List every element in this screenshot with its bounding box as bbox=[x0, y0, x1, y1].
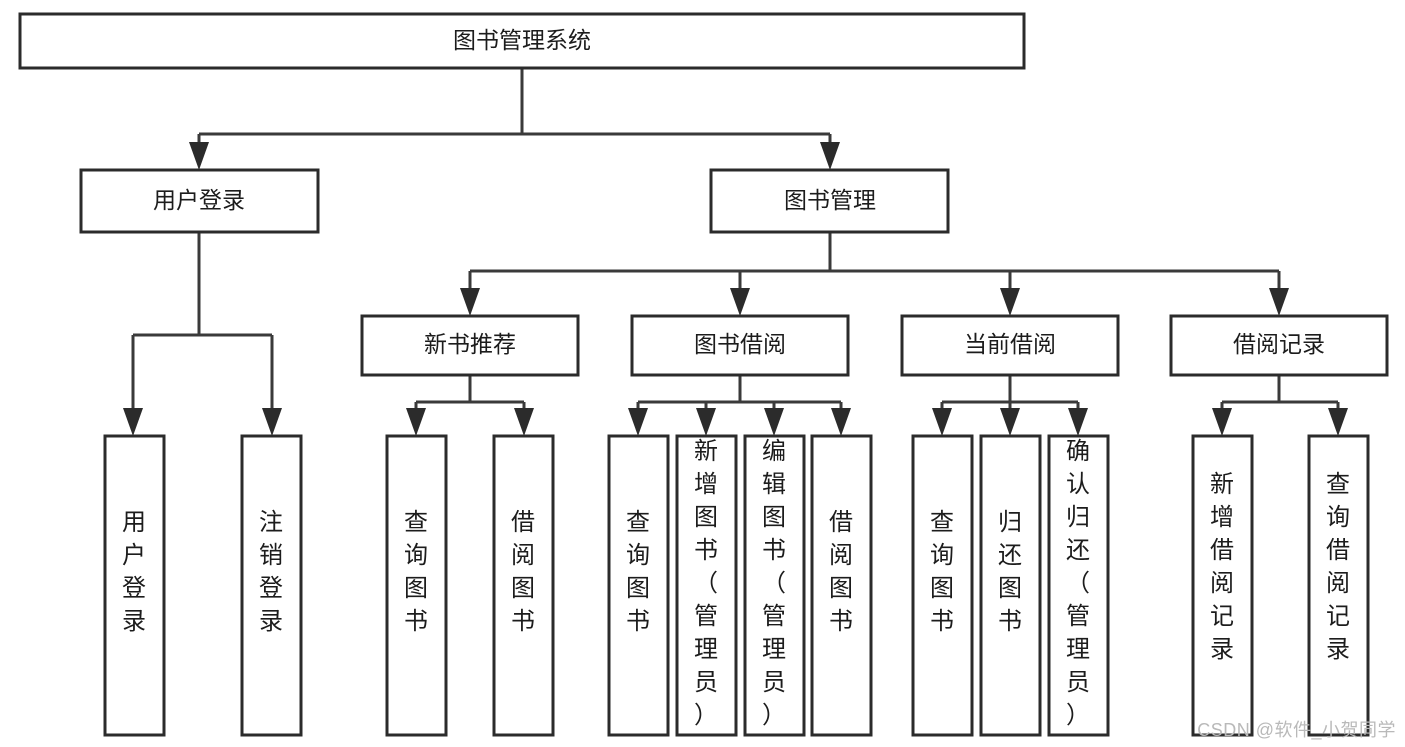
node-leaf-query-book-3-label: 查询图书 bbox=[930, 509, 954, 635]
arrow-head-leaf-query-book-3 bbox=[932, 408, 952, 436]
node-book-manage[interactable]: 图书管理 bbox=[709, 168, 950, 234]
node-leaf-query-book-1-box[interactable] bbox=[385, 434, 448, 737]
node-book-manage-label: 图书管理 bbox=[784, 187, 876, 213]
node-leaf-borrow-book-1-box[interactable] bbox=[492, 434, 555, 737]
arrow-head-user-login bbox=[189, 142, 209, 170]
node-current-borrow-label: 当前借阅 bbox=[964, 331, 1056, 357]
node-user-login-box[interactable] bbox=[79, 168, 320, 234]
arrow-head-borrow-record bbox=[1269, 288, 1289, 316]
node-leaf-query-book-3-box[interactable] bbox=[911, 434, 974, 737]
watermark-csdn: CSDN @软件_小贺同学 bbox=[1197, 720, 1396, 740]
node-book-manage-box[interactable] bbox=[709, 168, 950, 234]
node-leaf-query-record[interactable]: 查询借阅记录 bbox=[1307, 434, 1370, 737]
node-leaf-logout-login-label: 注销登录 bbox=[259, 509, 283, 635]
node-leaf-query-record-box[interactable] bbox=[1307, 434, 1370, 737]
node-leaf-query-record-label: 查询借阅记录 bbox=[1326, 471, 1350, 663]
arrow-head-leaf-query-record bbox=[1328, 408, 1348, 436]
node-leaf-confirm-return-label: 确认归还（管理员） bbox=[1066, 438, 1090, 729]
node-leaf-edit-book-label: 编辑图书（管理员） bbox=[762, 438, 786, 729]
arrow-head-book-borrow bbox=[730, 288, 750, 316]
node-current-borrow[interactable]: 当前借阅 bbox=[900, 314, 1120, 377]
node-leaf-query-book-3[interactable]: 查询图书 bbox=[911, 434, 974, 737]
node-leaf-confirm-return-box[interactable] bbox=[1047, 434, 1110, 737]
node-leaf-return-book-box[interactable] bbox=[979, 434, 1042, 737]
node-user-login-label: 用户登录 bbox=[153, 187, 245, 213]
node-new-book-recommend[interactable]: 新书推荐 bbox=[360, 314, 580, 377]
node-leaf-user-login-box[interactable] bbox=[103, 434, 166, 737]
node-leaf-return-book-label: 归还图书 bbox=[998, 509, 1022, 635]
node-leaf-add-book[interactable]: 新增图书（管理员） bbox=[675, 434, 738, 737]
arrow-head-leaf-return-book bbox=[1000, 408, 1020, 436]
node-leaf-query-book-2-box[interactable] bbox=[607, 434, 670, 737]
node-book-borrow-box[interactable] bbox=[630, 314, 850, 377]
node-leaf-confirm-return[interactable]: 确认归还（管理员） bbox=[1047, 434, 1110, 737]
arrow-head-leaf-add-book bbox=[696, 408, 716, 436]
node-leaf-add-record-box[interactable] bbox=[1191, 434, 1254, 737]
node-leaf-add-book-box[interactable] bbox=[675, 434, 738, 737]
arrow-head-leaf-edit-book bbox=[764, 408, 784, 436]
node-current-borrow-box[interactable] bbox=[900, 314, 1120, 377]
node-leaf-borrow-book-2-box[interactable] bbox=[810, 434, 873, 737]
node-borrow-record-box[interactable] bbox=[1169, 314, 1389, 377]
node-leaf-query-book-2-label: 查询图书 bbox=[626, 509, 650, 635]
arrow-head-leaf-user-login bbox=[123, 408, 143, 436]
arrow-head-leaf-add-record bbox=[1212, 408, 1232, 436]
node-leaf-user-login-label: 用户登录 bbox=[122, 509, 146, 635]
node-leaf-edit-book-box[interactable] bbox=[743, 434, 806, 737]
node-leaf-query-book-1-label: 查询图书 bbox=[404, 509, 428, 635]
node-leaf-query-book-1[interactable]: 查询图书 bbox=[385, 434, 448, 737]
arrow-head-leaf-borrow-book-2 bbox=[831, 408, 851, 436]
arrow-head-new-book-recommend bbox=[460, 288, 480, 316]
node-leaf-edit-book[interactable]: 编辑图书（管理员） bbox=[743, 434, 806, 737]
node-borrow-record-label: 借阅记录 bbox=[1233, 331, 1325, 357]
node-borrow-record[interactable]: 借阅记录 bbox=[1169, 314, 1389, 377]
node-root[interactable]: 图书管理系统 bbox=[18, 12, 1026, 70]
node-leaf-borrow-book-1-label: 借阅图书 bbox=[511, 509, 535, 635]
node-root-box[interactable] bbox=[18, 12, 1026, 70]
node-leaf-return-book[interactable]: 归还图书 bbox=[979, 434, 1042, 737]
node-user-login[interactable]: 用户登录 bbox=[79, 168, 320, 234]
node-leaf-add-book-label: 新增图书（管理员） bbox=[694, 438, 718, 729]
arrow-head-leaf-query-book-2 bbox=[628, 408, 648, 436]
arrow-head-leaf-confirm-return bbox=[1068, 408, 1088, 436]
arrow-head-current-borrow bbox=[1000, 288, 1020, 316]
node-new-book-recommend-label: 新书推荐 bbox=[424, 331, 516, 357]
node-leaf-user-login[interactable]: 用户登录 bbox=[103, 434, 166, 737]
node-leaf-add-record[interactable]: 新增借阅记录 bbox=[1191, 434, 1254, 737]
node-book-borrow[interactable]: 图书借阅 bbox=[630, 314, 850, 377]
connectors-layer bbox=[123, 68, 1348, 436]
node-leaf-borrow-book-2-label: 借阅图书 bbox=[829, 509, 853, 635]
node-new-book-recommend-box[interactable] bbox=[360, 314, 580, 377]
node-leaf-borrow-book-1[interactable]: 借阅图书 bbox=[492, 434, 555, 737]
node-root-label: 图书管理系统 bbox=[453, 27, 591, 53]
node-leaf-borrow-book-2[interactable]: 借阅图书 bbox=[810, 434, 873, 737]
node-leaf-query-book-2[interactable]: 查询图书 bbox=[607, 434, 670, 737]
node-book-borrow-label: 图书借阅 bbox=[694, 331, 786, 357]
arrow-head-book-manage bbox=[820, 142, 840, 170]
node-leaf-logout-login-box[interactable] bbox=[240, 434, 303, 737]
node-leaf-logout-login[interactable]: 注销登录 bbox=[240, 434, 303, 737]
arrow-head-leaf-logout-login bbox=[262, 408, 282, 436]
arrow-head-leaf-query-book-1 bbox=[406, 408, 426, 436]
arrow-head-leaf-borrow-book-1 bbox=[514, 408, 534, 436]
node-leaf-add-record-label: 新增借阅记录 bbox=[1210, 471, 1234, 663]
